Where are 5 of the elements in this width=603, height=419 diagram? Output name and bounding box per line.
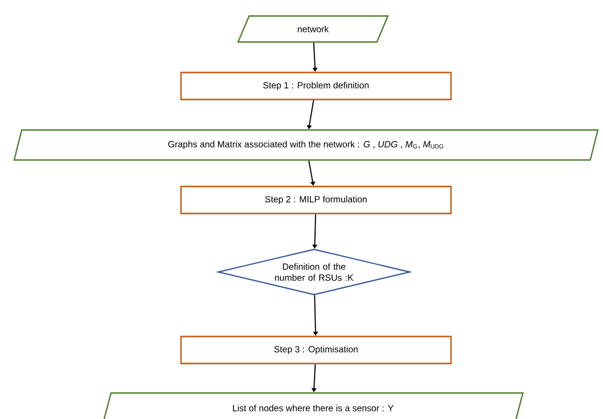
parallelogram: network — [237, 15, 389, 43]
process-box: Step 2 : MILP formulation — [180, 186, 452, 214]
process-box: Step 1 : Problem definition — [180, 72, 452, 100]
process-box: Step 3 : Optimisation — [180, 336, 452, 364]
parallelogram: List of nodes where there is a sensor : Y — [102, 392, 524, 419]
